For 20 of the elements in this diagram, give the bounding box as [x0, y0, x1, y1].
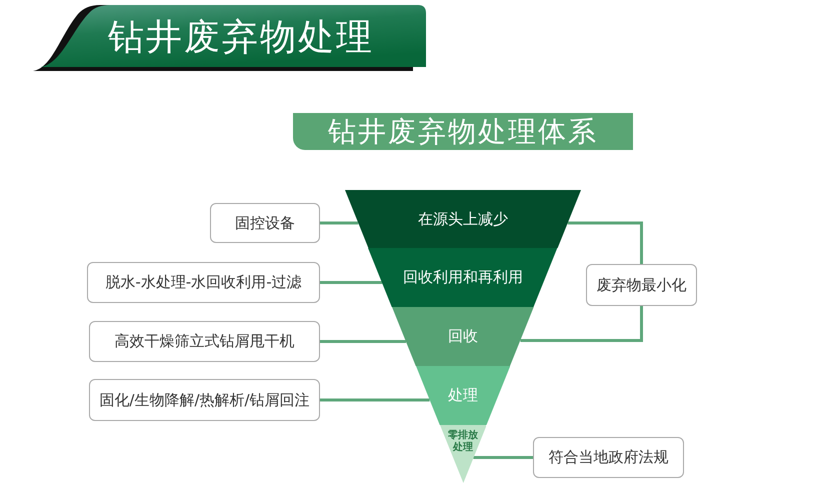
connector-line	[320, 281, 382, 284]
text-box: 固控设备	[210, 203, 320, 243]
heading-band: 钻井废弃物处理体系	[293, 113, 633, 150]
band-label: 在源头上减少	[418, 210, 508, 228]
connector-line	[320, 222, 358, 224]
text-box: 符合当地政府法规	[533, 437, 684, 478]
title: 钻井废弃物处理	[108, 19, 374, 57]
band-label: 回收利用和再利用	[402, 269, 523, 286]
connector-line	[320, 340, 406, 343]
text-box: 废弃物最小化	[586, 264, 697, 306]
text-box: 高效干燥筛立式钻屑甩干机	[89, 321, 320, 362]
band-label: 处理	[448, 387, 478, 404]
connector-line	[568, 222, 643, 264]
band-label: 回收	[448, 328, 478, 345]
connector-line	[320, 398, 430, 402]
connector-line	[473, 456, 533, 459]
text-box: 脱水-水处理-水回收利用-过滤	[87, 262, 320, 303]
band-label: 零排放处理	[447, 430, 478, 454]
text-box: 固化/生物降解/热解析/钻屑回注	[89, 379, 320, 421]
connector-line	[520, 306, 643, 342]
